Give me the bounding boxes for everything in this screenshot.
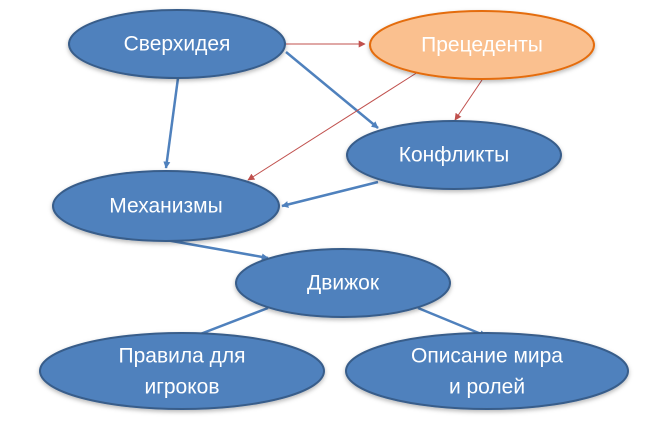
arrow-mechanisms-to-engine: [165, 238, 269, 261]
node-conflicts: Конфликты: [346, 120, 562, 190]
node-player-rules-label-line2: игроков: [144, 376, 219, 399]
node-player-rules: Правила для игроков: [39, 332, 325, 410]
node-world-description-label-line2: и ролей: [449, 376, 525, 399]
node-world-description-shape: [345, 332, 629, 410]
arrow-precedents-to-mechanisms: [247, 71, 419, 181]
arrow-conflicts-to-mechanisms: [281, 180, 379, 208]
node-precedents-label: Прецеденты: [421, 34, 543, 57]
node-mechanisms: Механизмы: [52, 170, 280, 242]
node-precedents: Прецеденты: [369, 10, 595, 80]
node-world-description: Описание мира и ролей: [345, 332, 629, 410]
connectors: [163, 40, 487, 340]
node-precedents-shape: [369, 10, 595, 80]
node-player-rules-label-line1: Правила для: [119, 345, 246, 368]
node-superidea-label: Сверхидея: [124, 33, 231, 56]
node-superidea-shape: [68, 9, 286, 79]
node-engine-label: Движок: [307, 272, 380, 295]
arrow-engine-to-world-description: [417, 306, 487, 338]
arrow-superidea-to-mechanisms: [163, 77, 180, 169]
node-conflicts-label: Конфликты: [399, 144, 509, 167]
node-player-rules-shape: [39, 332, 325, 410]
node-engine-shape: [235, 248, 451, 318]
node-mechanisms-label: Механизмы: [109, 195, 222, 218]
node-world-description-label-line1: Описание мира: [411, 345, 563, 368]
node-mechanisms-shape: [52, 170, 280, 242]
arrow-superidea-to-conflicts: [285, 51, 379, 129]
node-engine: Движок: [235, 248, 451, 318]
node-superidea: Сверхидея: [68, 9, 286, 79]
node-conflicts-shape: [346, 120, 562, 190]
arrow-precedents-to-conflicts: [454, 79, 483, 121]
